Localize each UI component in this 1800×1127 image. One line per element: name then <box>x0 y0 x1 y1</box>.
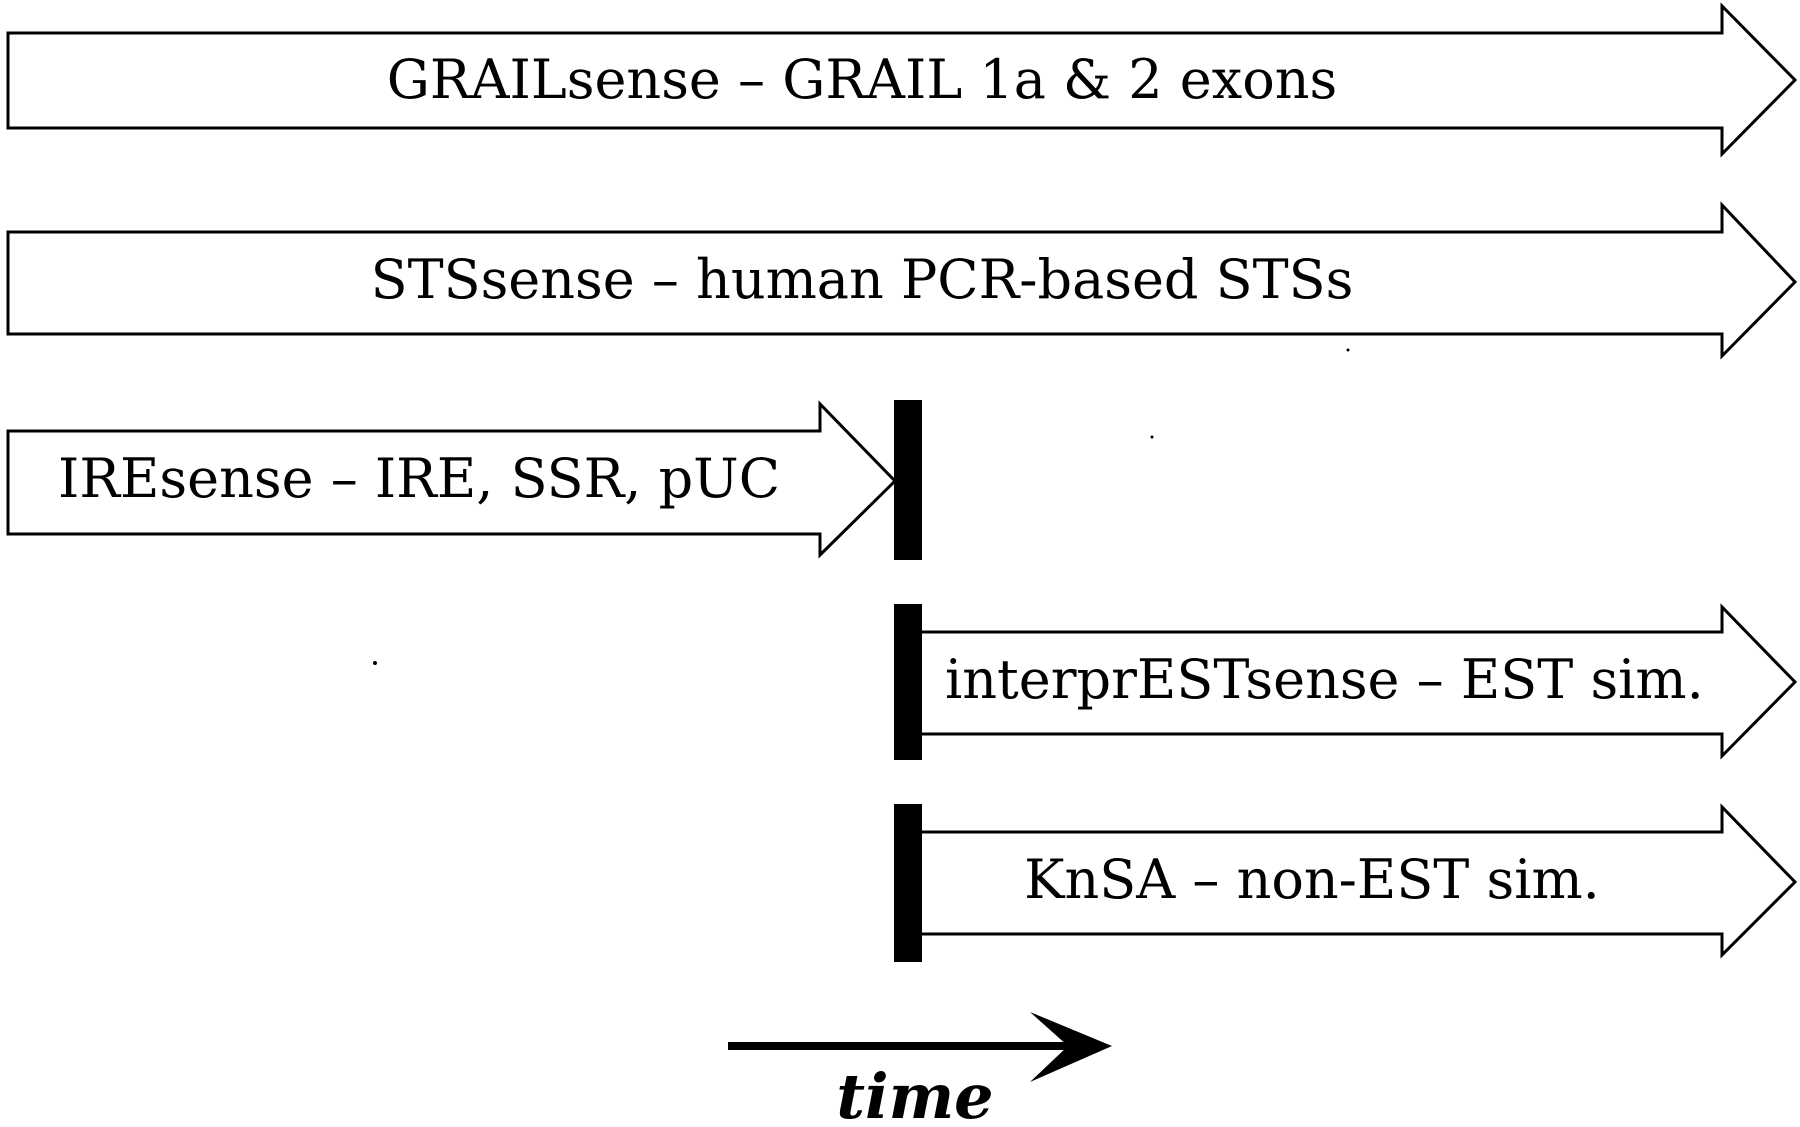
grailsense-arrow-label: GRAILsense – GRAIL 1a & 2 exons <box>387 48 1337 111</box>
time-arrowhead <box>1030 1012 1112 1082</box>
interprestsense-arrow-shape <box>906 603 1798 760</box>
knsa-arrow-shape <box>906 803 1798 959</box>
stssense-arrow: STSsense – human PCR-based STSs <box>6 201 1798 360</box>
stssense-arrow-label: STSsense – human PCR-based STSs <box>371 248 1354 311</box>
speck-1 <box>373 661 377 665</box>
interprestsense-start-bar <box>894 604 922 760</box>
grailsense-arrow-shape <box>6 2 1798 158</box>
speck-3 <box>1150 435 1154 439</box>
time-axis: time <box>728 1012 1112 1127</box>
stssense-arrow-shape <box>6 201 1798 360</box>
knsa-start-bar <box>894 804 922 962</box>
time-label: time <box>836 1060 993 1127</box>
speck-2 <box>1346 348 1350 352</box>
iresense-arrow: IREsense – IRE, SSR, pUC <box>6 400 898 559</box>
interprestsense-arrow: interprESTsense – EST sim. <box>894 603 1798 760</box>
knsa-arrow-label: KnSA – non-EST sim. <box>1024 848 1600 911</box>
interprestsense-arrow-label: interprESTsense – EST sim. <box>945 648 1704 711</box>
knsa-arrow: KnSA – non-EST sim. <box>894 803 1798 962</box>
iresense-arrow-label: IREsense – IRE, SSR, pUC <box>58 447 780 510</box>
iresense-arrow-shape <box>6 400 898 559</box>
iresense-end-bar <box>894 400 922 560</box>
grailsense-arrow: GRAILsense – GRAIL 1a & 2 exons <box>6 2 1798 158</box>
